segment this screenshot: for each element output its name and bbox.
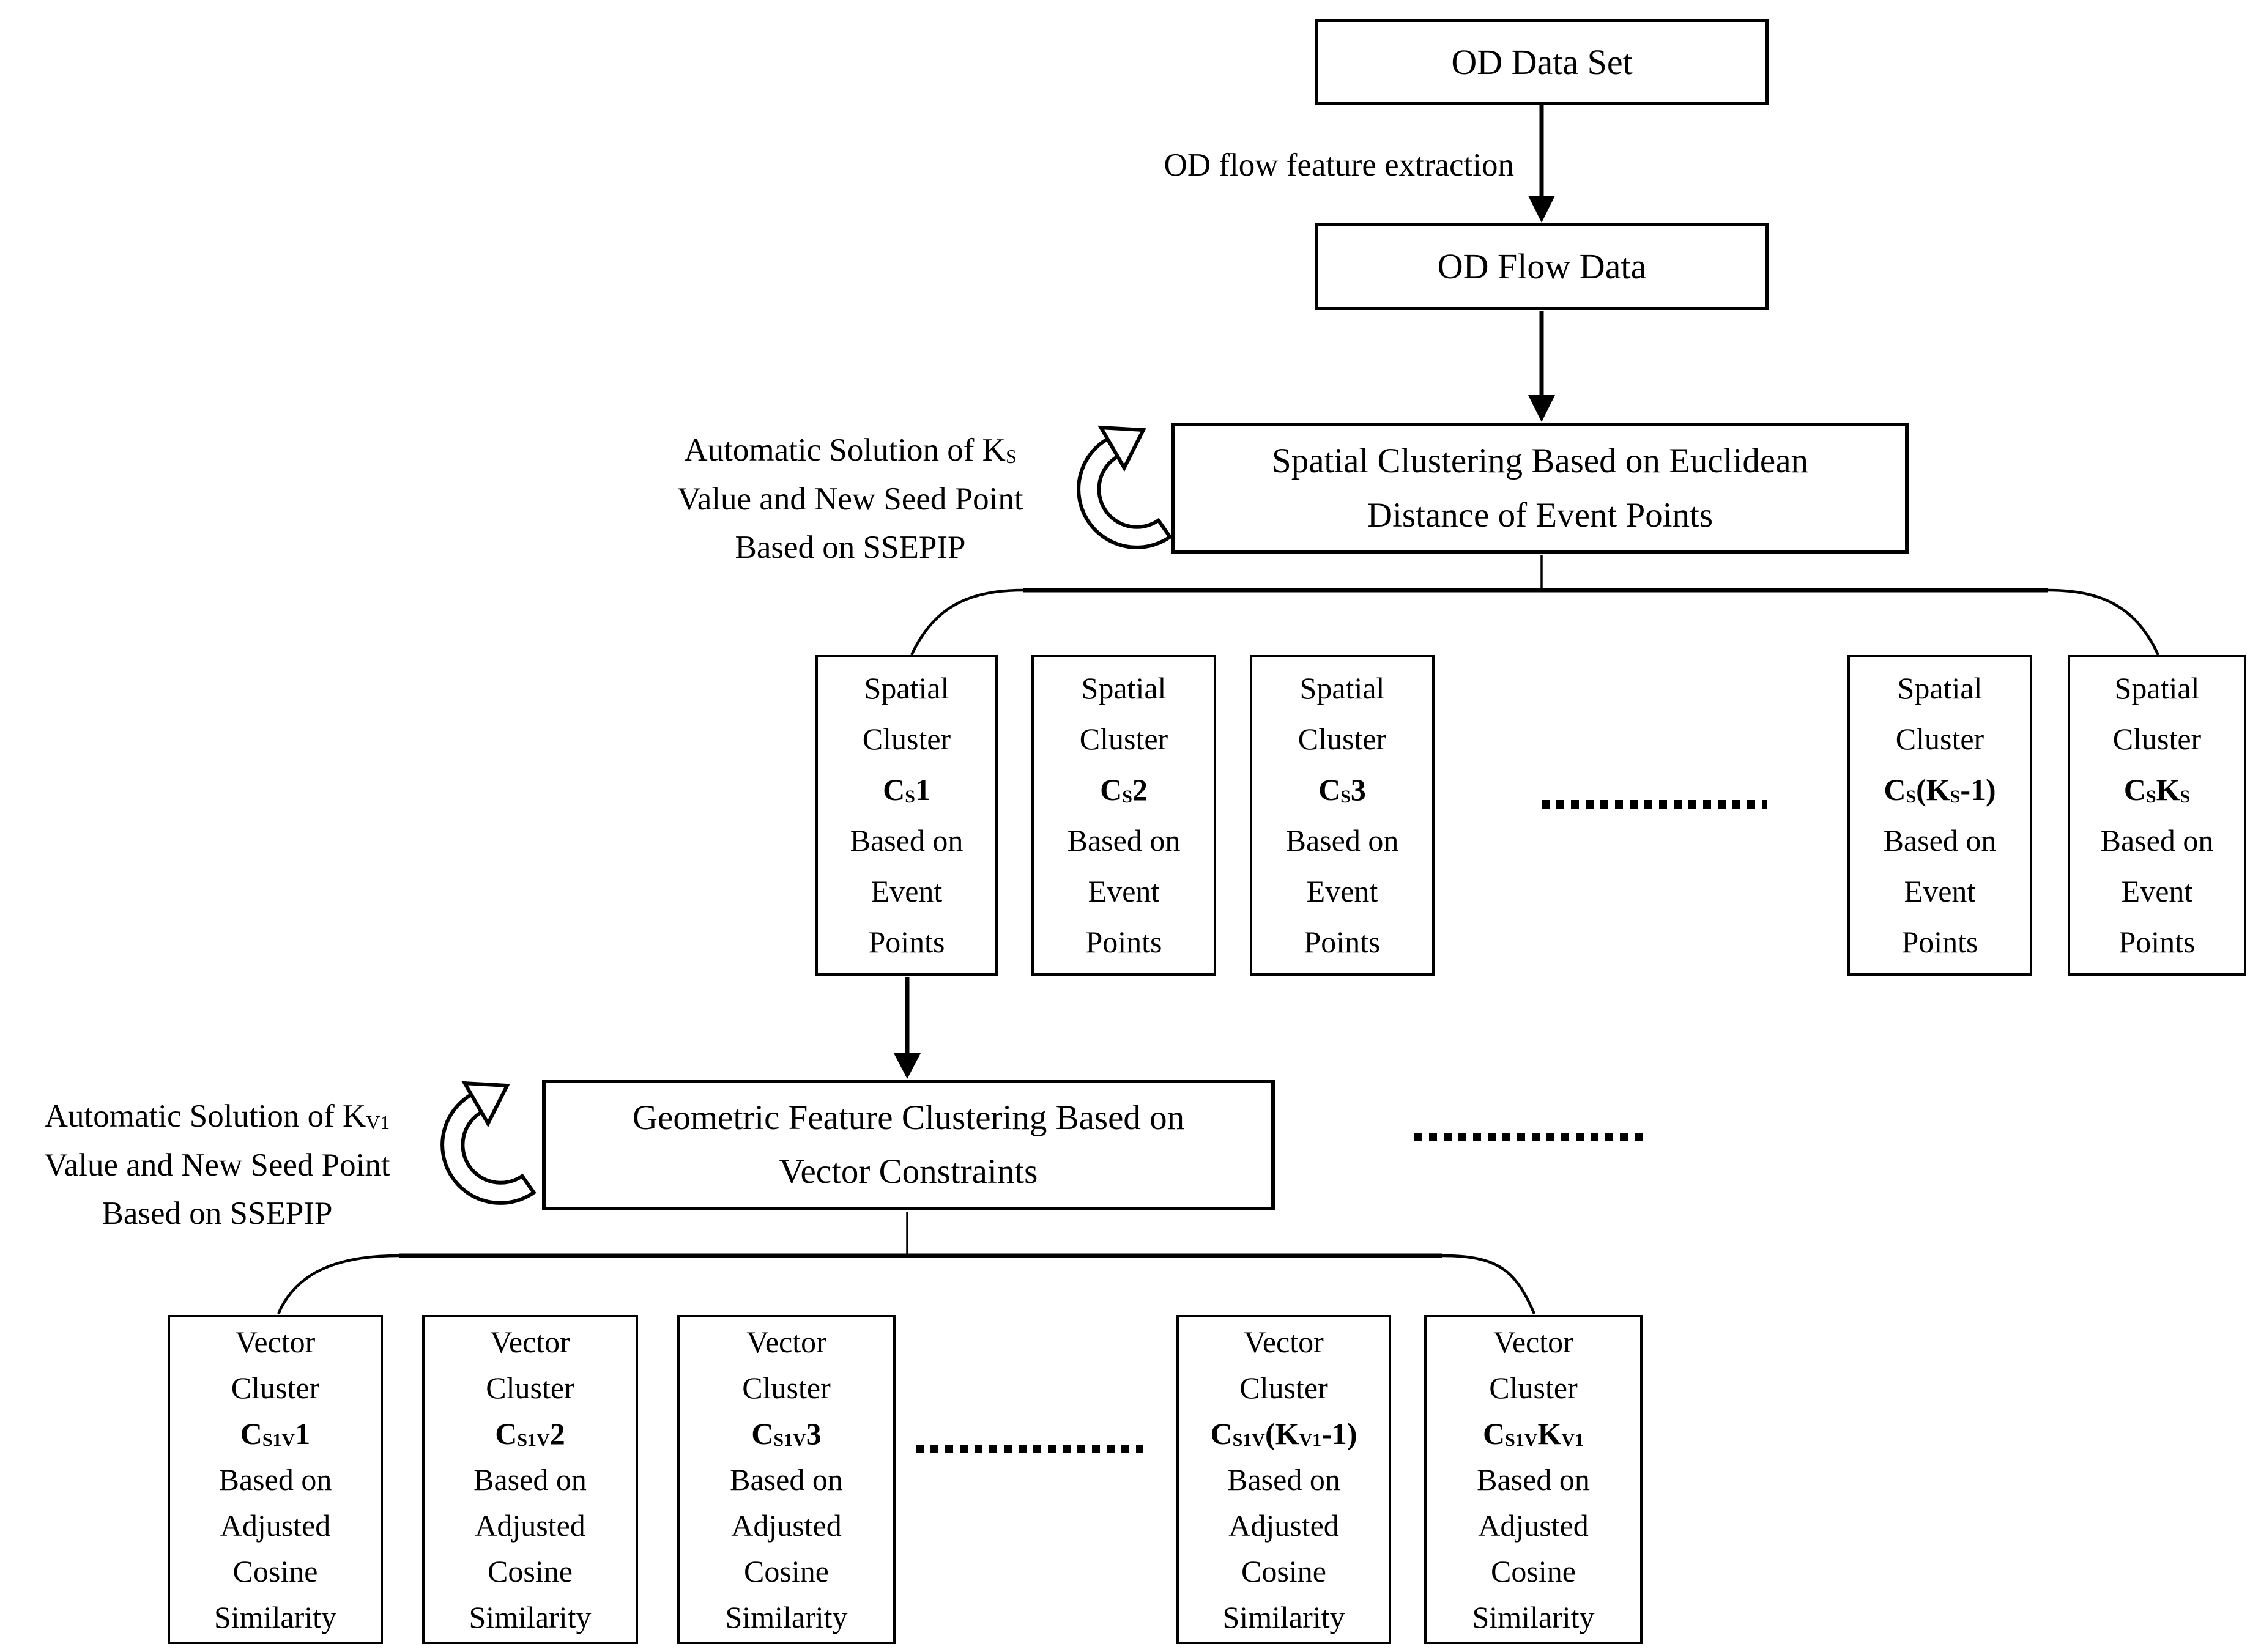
- arrow-cs1-to-geometric-clustering: [894, 977, 921, 1079]
- arrow-flowdata-to-spatial-clustering: [1528, 311, 1555, 422]
- node-od-data-set: OD Data Set: [1315, 19, 1769, 105]
- loop-arrow-ks-ssepip: [1077, 425, 1173, 549]
- node-geometric-clustering: Geometric Feature Clustering Based on Ve…: [542, 1080, 1275, 1210]
- loop-arrow-kv1-ssepip: [440, 1081, 537, 1205]
- node-spatial-clustering: Spatial Clustering Based on Euclidean Di…: [1171, 423, 1909, 554]
- ellipsis-dots-geometric-stage: [1414, 1133, 1647, 1141]
- ellipsis-dots-vector-row: [916, 1445, 1143, 1453]
- branch-vector-clusters: [277, 1212, 1536, 1314]
- ellipsis-dots-spatial-row: [1542, 800, 1767, 809]
- edge-label-od-flow-feature-extraction: OD flow feature extraction: [1164, 147, 1514, 183]
- node-od-flow-data: OD Flow Data: [1315, 223, 1769, 310]
- arrow-od-dataset-to-flowdata: [1528, 105, 1555, 223]
- branch-spatial-clusters: [910, 555, 2160, 656]
